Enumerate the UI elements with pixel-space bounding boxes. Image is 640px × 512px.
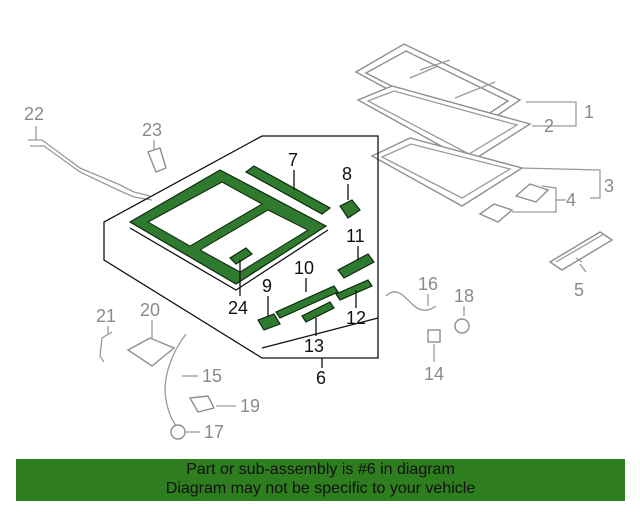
rear-bracket[interactable] <box>301 301 335 323</box>
callout-15: 15 <box>202 366 222 386</box>
callout-14: 14 <box>424 364 444 384</box>
sunroof-frame-assembly[interactable] <box>128 169 329 291</box>
frame-bracket[interactable] <box>229 247 253 265</box>
callout-21: 21 <box>96 306 116 326</box>
leader-lines <box>35 101 601 433</box>
drive-link[interactable] <box>337 253 375 279</box>
guide-shoe[interactable] <box>257 313 281 331</box>
assembly-box-outline <box>103 135 379 359</box>
hose-clip[interactable] <box>427 329 441 343</box>
banner-line-disclaimer: Diagram may not be specific to your vehi… <box>165 480 476 497</box>
callout-16: 16 <box>418 274 438 294</box>
info-banner: Part or sub-assembly is #6 in diagram Di… <box>16 459 625 501</box>
drain-valve[interactable] <box>170 424 186 440</box>
callout-9: 9 <box>262 276 272 296</box>
callout-8: 8 <box>342 164 352 184</box>
drain-rail-strip[interactable] <box>28 139 153 201</box>
callout-6: 6 <box>316 368 326 388</box>
hose-retainer[interactable] <box>188 395 216 413</box>
callout-22: 22 <box>24 104 44 124</box>
drive-cable[interactable] <box>275 285 339 319</box>
side-rail[interactable] <box>548 231 614 271</box>
callout-1: 1 <box>584 102 594 122</box>
rear-drain-hose[interactable] <box>99 331 113 363</box>
front-guide-rail[interactable] <box>244 165 332 215</box>
sunshade-frame[interactable] <box>370 137 524 207</box>
callout-20: 20 <box>140 300 160 320</box>
callout-11: 11 <box>346 226 365 246</box>
callout-7: 7 <box>288 150 298 170</box>
callout-12: 12 <box>346 308 366 328</box>
callout-3: 3 <box>604 176 614 196</box>
motor-bracket[interactable] <box>339 199 361 219</box>
drain-hose[interactable] <box>385 291 437 311</box>
guide-link[interactable] <box>335 279 373 301</box>
callout-13: 13 <box>304 336 324 356</box>
glass-seal[interactable] <box>356 85 532 163</box>
banner-line-assembly: Part or sub-assembly is #6 in diagram <box>186 461 455 478</box>
front-drain-hose[interactable] <box>164 333 187 427</box>
callout-23: 23 <box>142 120 162 140</box>
guide-brackets[interactable] <box>478 183 550 223</box>
callout-4: 4 <box>566 190 576 210</box>
control-module[interactable] <box>126 337 176 367</box>
trim-panel[interactable] <box>147 147 167 173</box>
callout-17: 17 <box>204 422 224 442</box>
drain-grommet[interactable] <box>454 318 470 334</box>
callout-5: 5 <box>574 280 584 300</box>
assembly-box-divider <box>261 317 379 349</box>
callout-2: 2 <box>544 116 554 136</box>
callout-18: 18 <box>454 286 474 306</box>
callout-19: 19 <box>240 396 260 416</box>
callout-24: 24 <box>228 298 248 318</box>
callout-10: 10 <box>294 258 314 278</box>
